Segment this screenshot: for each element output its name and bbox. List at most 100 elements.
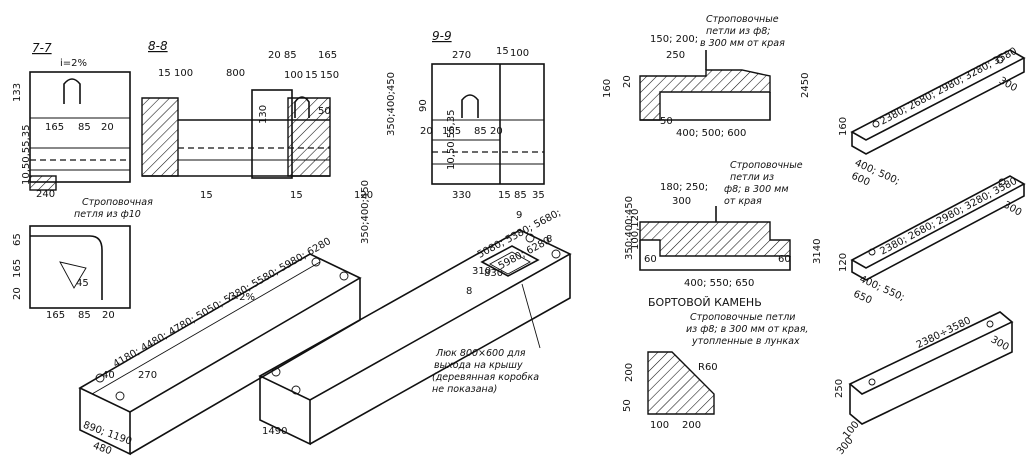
dim-85-9b: 85 — [514, 190, 527, 201]
dim-400-550-650: 400; 550; 650 — [684, 278, 754, 289]
slab-1: 4180; 4480; 4780; 5050; 5380; 5580; 5980… — [78, 180, 371, 457]
slab-1-480: 480 — [91, 440, 113, 457]
section-7-7-outline — [29, 71, 131, 183]
dim-15-9: 15 — [496, 46, 509, 57]
dim-330: 330 — [452, 190, 471, 201]
hatch-note-2: выхода на крышу — [434, 360, 523, 371]
curb-100: 100 — [650, 420, 669, 431]
dim-240: 240 — [36, 189, 55, 200]
slab-2-end — [259, 376, 311, 446]
dim-100: 100 — [174, 68, 193, 79]
r3-300: 300 — [989, 334, 1011, 353]
dim-150: 150 — [320, 70, 339, 81]
dim-85: 85 — [78, 122, 91, 133]
dim-100-9: 100 — [510, 48, 529, 59]
loop-note-2: петля из ф10 — [74, 209, 141, 220]
dim-20-85: 20 85 — [268, 50, 297, 61]
curb-200: 200 — [624, 363, 635, 382]
section-8-8: 8-8 15 100 800 20 85 165 100 15 150 130 … — [141, 39, 397, 201]
curb-note-1: Строповочные петли — [690, 312, 795, 323]
dim-15-bottom-2: 15 — [290, 190, 303, 201]
dim-800: 800 — [226, 68, 245, 79]
dim-350-400-450: 350;400;450 — [386, 72, 397, 136]
dim-133: 133 — [12, 83, 23, 102]
dim-60-b: 60 — [778, 254, 791, 265]
slab-2-side — [309, 254, 571, 445]
r1-length: 2380; 2680; 2980; 3280; 3580 — [878, 46, 1019, 128]
dim-180-250: 180; 250; — [660, 182, 708, 193]
loop-8-8 — [294, 96, 310, 118]
profile-2-hatch — [639, 221, 791, 257]
dim-100-120: 100,120 — [630, 209, 641, 250]
slab-2-310: 310 — [472, 266, 491, 277]
dim-20-9-side: 20 — [420, 126, 433, 137]
dim-130: 130 — [258, 105, 269, 124]
slab-1-height: 350;400;450 — [360, 180, 371, 244]
hatch-note-4: не показана) — [432, 384, 497, 395]
r2-120: 120 — [838, 253, 849, 272]
dim-90: 90 — [418, 99, 429, 112]
dim-300: 300 — [672, 196, 691, 207]
loop-detail: Строповочная петля из ф10 65 165 20 45 1… — [12, 197, 153, 321]
slab-2-height: 350;400;450 — [624, 196, 635, 260]
section-8-8-right-hatch — [287, 97, 331, 177]
roof-hatch — [480, 245, 540, 277]
r3-top — [848, 311, 1014, 395]
curb-r60: R60 — [698, 362, 718, 373]
dim-35-9: 35 — [532, 190, 545, 201]
dim-160: 160 — [602, 79, 613, 98]
r2-length: 2380; 2680; 2980; 3280; 3580 — [878, 176, 1019, 258]
section-label-9-9: 9-9 — [432, 29, 452, 43]
curb-note-2: из ф8; в 300 мм от края, — [686, 324, 808, 335]
dim-2450: 2450 — [800, 73, 811, 98]
prof1-note-1: Строповочные — [706, 14, 779, 25]
dim-20-p: 20 — [622, 75, 633, 88]
slab-1-side — [129, 278, 361, 455]
section-7-7: 7-7 i=2% 133 165 85 20 10,50,55,35 240 — [12, 41, 131, 200]
dim-250: 250 — [666, 50, 685, 61]
loop-9-9 — [461, 94, 479, 118]
hatch-note-3: (деревянная коробка — [432, 372, 539, 383]
curb-stone: БОРТОВОЙ КАМЕНЬ Строповочные петли из ф8… — [622, 296, 808, 431]
curb-note-3: утопленные в лунках — [691, 336, 800, 347]
slab-2-830: 830 — [484, 268, 503, 279]
dim-15: 15 — [158, 68, 171, 79]
dim-165-9: 165 — [442, 126, 461, 137]
slab-1-slope: i=2% — [228, 292, 255, 303]
curb-50: 50 — [622, 399, 633, 412]
dim-400-500-600: 400; 500; 600 — [676, 128, 746, 139]
slab-1-length: 4180; 4480; 4780; 5050; 5380; 5580; 5980… — [112, 236, 334, 370]
loop-detail-outline — [29, 225, 131, 309]
dim-165-v: 165 — [12, 259, 23, 278]
prof1-note-2: петли из ф8; — [706, 26, 770, 37]
dim-20-b: 20 — [102, 310, 115, 321]
r1-160: 160 — [838, 117, 849, 136]
slab-1-top — [78, 253, 362, 413]
hatch-8: 8 — [466, 286, 472, 297]
dim-85-9: 85 — [474, 126, 487, 137]
slab-2-8: 8 — [546, 234, 552, 245]
loop-curve — [30, 235, 103, 300]
prof2-note-3: ф8; в 300 мм — [724, 184, 789, 195]
section-8-8-recess — [251, 89, 293, 179]
slab-1-40: 40 — [102, 370, 115, 381]
slab-1-270: 270 — [138, 370, 157, 381]
dim-100-top: 100 — [284, 70, 303, 81]
r3-300-b: 300 — [835, 435, 856, 457]
dim-165: 165 — [45, 122, 64, 133]
r2-300: 300 — [1001, 200, 1023, 219]
slab-2-9: 9 — [516, 210, 522, 221]
dim-165-top: 165 — [318, 50, 337, 61]
section-8-8-left-hatch — [141, 97, 179, 177]
section-9-9: 9-9 270 15 100 90 165 85 20 20 10,50,55,… — [418, 29, 545, 201]
dim-50: 50 — [318, 106, 331, 117]
dim-120: 120 — [354, 190, 373, 201]
prof1-note-3: в 300 мм от края — [700, 38, 785, 49]
section-label-8-8: 8-8 — [148, 39, 168, 53]
prof2-note-4: от края — [724, 196, 762, 207]
dim-150-200: 150; 200; — [650, 34, 698, 45]
section-label-7-7: 7-7 — [32, 41, 52, 55]
dim-stack-9: 10,50,55,35 — [446, 110, 457, 170]
loop-note-1: Строповочная — [82, 197, 153, 208]
element-r3: 2380÷3580 300 250 100 300 — [834, 311, 1014, 457]
